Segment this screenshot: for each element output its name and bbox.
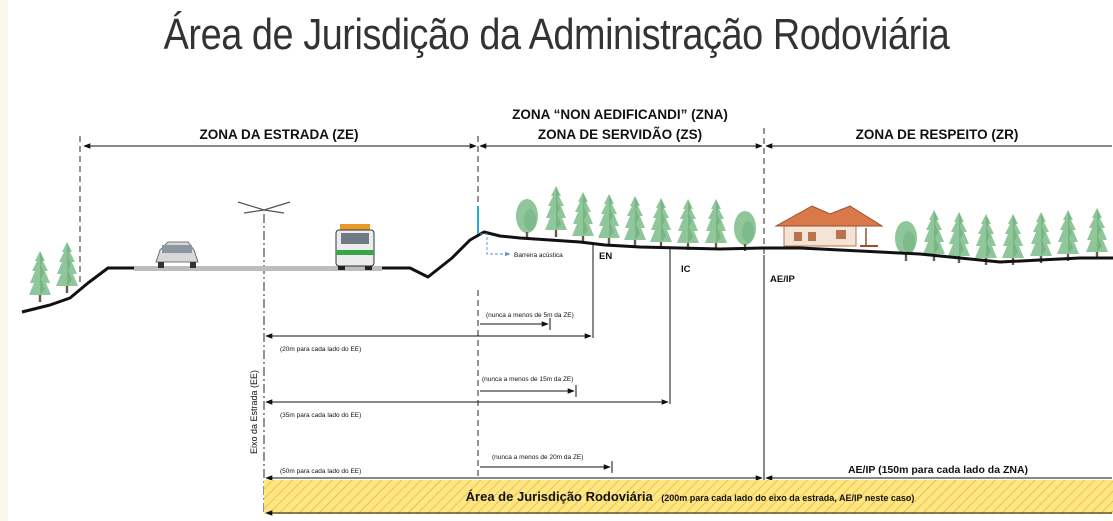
dist-35m-label: (35m para cada lado do EE) <box>280 412 361 419</box>
forest-group-zr <box>895 208 1108 265</box>
car-icon <box>155 241 199 268</box>
road-pavement <box>134 266 382 271</box>
road-axis-label: Eixo da Estrada (EE) <box>249 370 259 454</box>
jurisdiction-banner-text: Área de Jurisdição Rodoviária (200m para… <box>466 488 915 505</box>
house-icon <box>774 205 884 247</box>
tree-icon <box>56 242 78 293</box>
en-label: EN <box>599 251 612 262</box>
dist-20m-label: (20m para cada lado do EE) <box>280 346 361 353</box>
aeip-150m-label: AE/IP (150m para cada lado da ZNA) <box>848 464 1028 476</box>
barrier-label: Barreira acústica <box>514 252 563 259</box>
zone-zr-label: ZONA DE RESPEITO (ZR) <box>856 127 1019 142</box>
boundary-lines <box>79 128 765 490</box>
ic-label: IC <box>681 264 691 275</box>
tree-icon <box>29 251 51 302</box>
service-vehicle-icon <box>335 224 375 270</box>
min-15m-label: (nunca a menos de 15m da ZE) <box>482 376 573 383</box>
page-title: Área de Jurisdição da Administração Rodo… <box>163 10 950 59</box>
jurisdiction-banner <box>264 480 1113 514</box>
aeip-label: AE/IP <box>770 274 795 285</box>
dist-50m-label: (50m para cada lado do EE) <box>280 468 361 475</box>
street-lamp-icon <box>237 201 291 214</box>
min-20m-label: (nunca a menos de 20m da ZE) <box>492 454 583 461</box>
zone-zna-label: ZONA “NON AEDIFICANDI” (ZNA) <box>512 107 728 122</box>
zone-ze-label: ZONA DA ESTRADA (ZE) <box>200 127 359 142</box>
barrier-pointer <box>480 233 511 257</box>
zone-zs-label: ZONA DE SERVIDÃO (ZS) <box>538 127 702 142</box>
min-5m-label: (nunca a menos de 5m da ZE) <box>486 312 574 319</box>
left-margin-strip <box>0 0 8 521</box>
